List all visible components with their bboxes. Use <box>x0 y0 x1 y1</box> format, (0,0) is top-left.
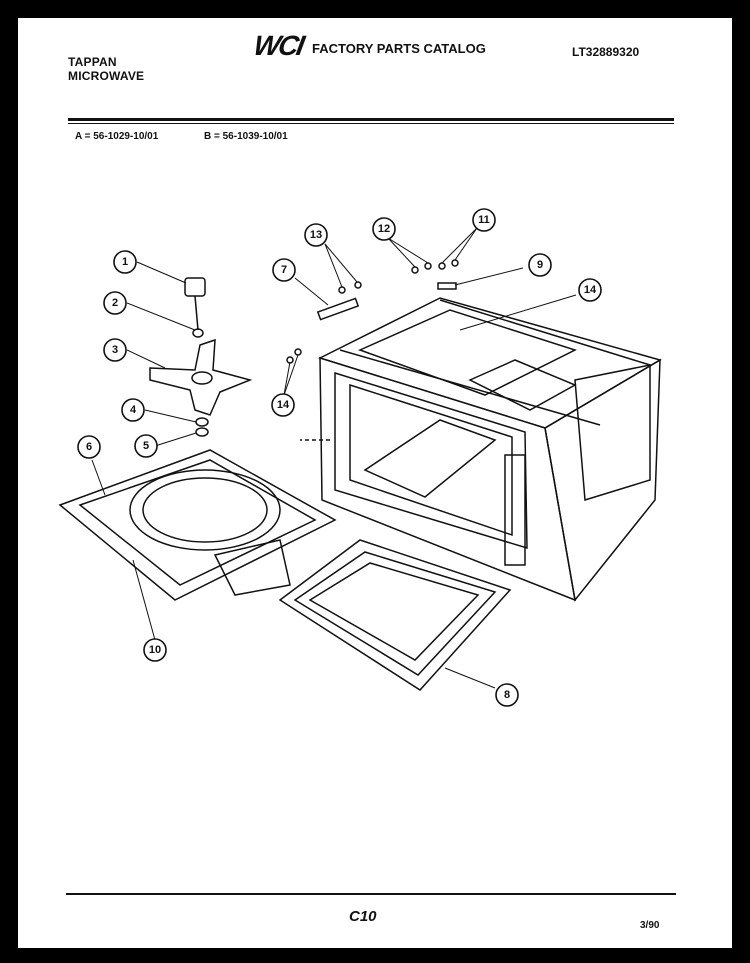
variant-a-label: A = 56-1029-10/01 <box>75 131 159 142</box>
callout-8 <box>495 683 519 707</box>
callout-14a <box>578 278 602 302</box>
leader-lines <box>91 227 577 689</box>
callout-label-4: 4 <box>130 404 137 416</box>
header-rule-thin <box>68 123 674 124</box>
glass-tray <box>278 539 512 691</box>
callout-label-6: 6 <box>86 441 92 453</box>
page-code: C10 <box>349 908 377 925</box>
callout-6 <box>77 435 101 459</box>
callout-label-14a: 14 <box>584 284 597 296</box>
callout-14b <box>271 393 295 417</box>
callout-9 <box>528 253 552 277</box>
footer-date: 3/90 <box>640 920 660 931</box>
stirrer-motor <box>184 277 209 437</box>
callout-label-5: 5 <box>143 440 149 452</box>
callout-label-11: 11 <box>478 214 490 226</box>
footer-rule <box>66 893 676 895</box>
callout-label-7: 7 <box>281 264 287 276</box>
callout-3 <box>103 338 127 362</box>
callout-5 <box>134 434 158 458</box>
callout-label-10: 10 <box>149 644 161 656</box>
oven-cavity <box>300 297 662 602</box>
catalog-title: FACTORY PARTS CATALOG <box>312 41 486 56</box>
callout-4 <box>121 398 145 422</box>
stirrer-fan <box>149 338 253 416</box>
callout-label-9: 9 <box>537 259 543 271</box>
screw-set <box>286 259 459 364</box>
callout-label-12: 12 <box>378 223 390 235</box>
callout-label-14b: 14 <box>277 399 290 411</box>
base-plate <box>58 449 337 601</box>
callout-label-3: 3 <box>112 344 118 356</box>
header-rule <box>68 118 674 121</box>
callout-1 <box>113 250 137 274</box>
callout-11 <box>472 208 496 232</box>
callout-label-8: 8 <box>504 689 510 701</box>
callout-7 <box>272 258 296 282</box>
callout-2 <box>103 291 127 315</box>
brand-name: TAPPAN <box>68 55 117 69</box>
callout-label-13: 13 <box>310 229 322 241</box>
callout-10 <box>143 638 167 662</box>
model-number: LT32889320 <box>572 45 640 59</box>
callout-label-1: 1 <box>122 256 128 268</box>
callout-13 <box>304 223 328 247</box>
callout-12 <box>372 217 396 241</box>
callout-label-2: 2 <box>112 297 118 309</box>
product-type: MICROWAVE <box>68 69 145 83</box>
variant-b-label: B = 56-1039-10/01 <box>204 131 288 142</box>
